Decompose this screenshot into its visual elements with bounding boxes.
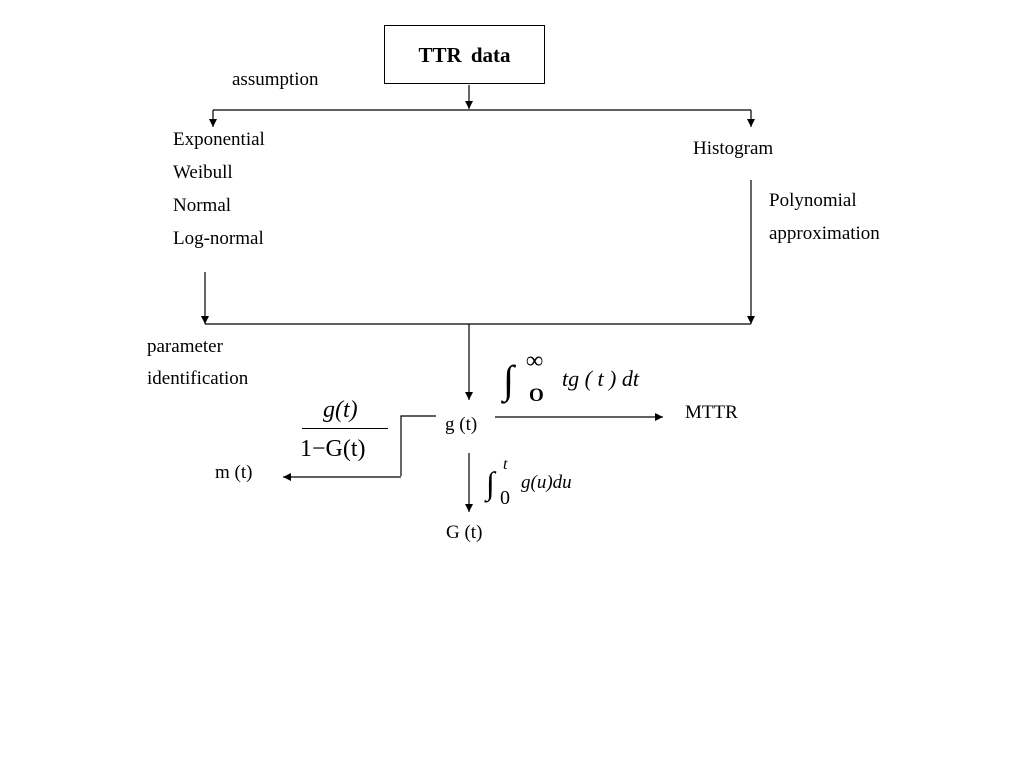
hazard-denominator: 1−G(t)	[300, 436, 366, 462]
mttr-integral-lower: O	[529, 385, 544, 406]
density-node: g (t)	[445, 414, 478, 435]
cdf-integral-upper: t	[503, 456, 508, 473]
mttr-integrand: tg ( t ) dt	[562, 366, 639, 391]
parameter-label-line2: identification	[147, 368, 249, 389]
mttr-integral-upper: ∞	[526, 348, 544, 374]
fraction-bar	[302, 428, 388, 429]
parameter-label-line1: parameter	[147, 336, 223, 357]
distribution-item: Log-normal	[173, 228, 264, 249]
hazard-bracket	[400, 415, 436, 476]
distribution-list: Exponential Weibull Normal Log-normal	[173, 130, 265, 262]
cdf-integral-sign: ∫	[486, 465, 495, 501]
mttr-node: MTTR	[685, 402, 738, 423]
assumption-label: assumption	[232, 69, 319, 90]
cdf-node: G (t)	[446, 522, 483, 543]
polynomial-label-line2: approximation	[769, 223, 880, 244]
distribution-item: Exponential	[173, 129, 265, 150]
distribution-item: Weibull	[173, 162, 233, 183]
cdf-integrand: g(u)du	[521, 472, 572, 493]
hazard-numerator: g(t)	[323, 397, 358, 423]
ttr-data-label: TTR data	[418, 43, 511, 67]
mttr-integral-sign: ∫	[503, 357, 514, 402]
histogram-label: Histogram	[693, 138, 774, 159]
cdf-integral-lower: 0	[500, 487, 510, 509]
hazard-node: m (t)	[215, 462, 253, 483]
ttr-data-box: TTR data	[384, 25, 545, 84]
polynomial-label-line1: Polynomial	[769, 190, 857, 211]
distribution-item: Normal	[173, 195, 232, 216]
